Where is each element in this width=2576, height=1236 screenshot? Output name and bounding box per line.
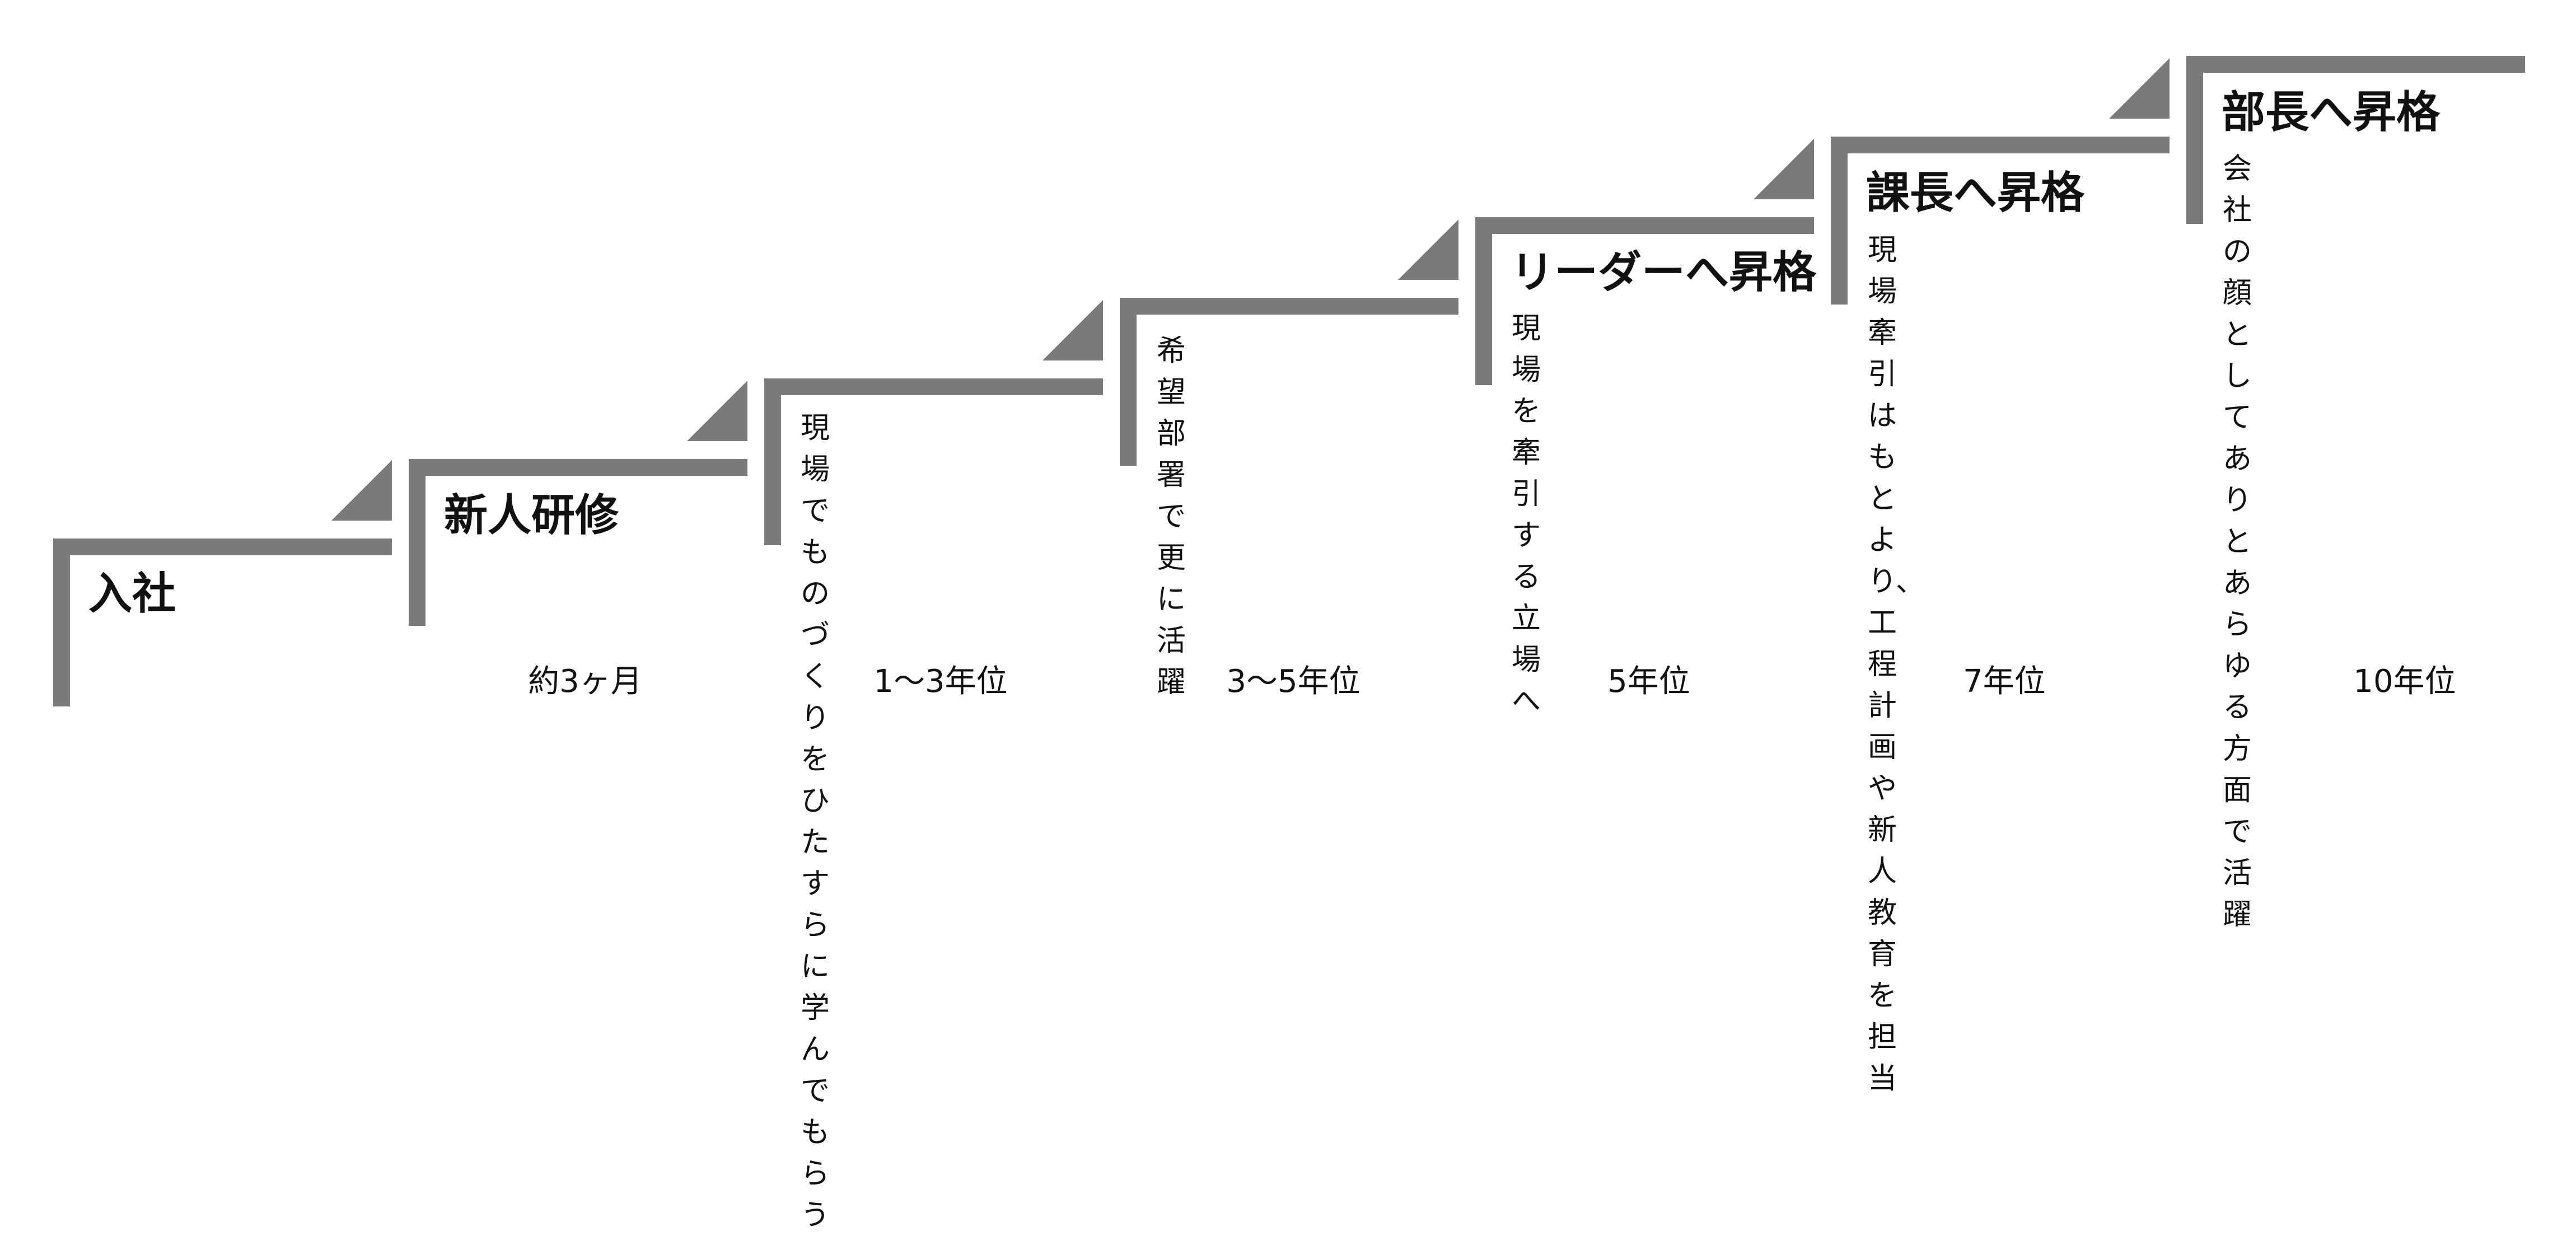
stair-corner-triangle	[1042, 300, 1103, 360]
stair-corner-triangle	[1754, 139, 1814, 199]
step-title: 課長へ昇格	[1866, 168, 2085, 218]
step-description: 現場を牽引する 立場へ	[1512, 312, 1541, 718]
stair-tread	[1831, 137, 2170, 153]
stair-corner-triangle	[1398, 219, 1458, 280]
stair-tread	[409, 459, 747, 476]
step-period: 5年位	[1607, 663, 1690, 700]
stair-tread	[1120, 298, 1458, 315]
step-period: 10年位	[2353, 663, 2456, 700]
step-title: 新人研修	[444, 490, 619, 541]
stair-riser	[1831, 137, 1848, 305]
stair-tread	[764, 378, 1103, 395]
step-description: 会社の顔としてありと あらゆる方面で活躍	[2223, 152, 2252, 931]
stair-tread	[53, 539, 392, 555]
stair-tread	[2186, 56, 2525, 73]
step-period: 3〜5年位	[1226, 663, 1361, 700]
stair-riser	[1475, 217, 1492, 385]
stair-riser	[2186, 56, 2203, 224]
step-description: 現場でものづくりを ひたすらに学んで もらう	[801, 411, 830, 1232]
stair-tread	[1475, 217, 1814, 234]
step-description: 現場牽引はもとより、 工程計画や新人教育 を担当	[1868, 233, 1925, 1095]
stair-riser	[53, 539, 70, 706]
step-period: 約3ヶ月	[528, 663, 642, 700]
step-period: 7年位	[1963, 663, 2046, 700]
stair-corner-triangle	[2109, 58, 2170, 119]
step-title: 部長へ昇格	[2222, 87, 2441, 138]
stair-riser	[409, 459, 426, 626]
stair-corner-triangle	[687, 381, 747, 441]
step-title: 入社	[88, 569, 176, 619]
step-description: 希望部署で更に活躍	[1157, 334, 1186, 699]
step-title: リーダーへ昇格	[1511, 247, 1817, 298]
career-staircase-diagram: 入社 新人研修 約3ヶ月 現場でものづくりを ひたすらに学んで もらう 1〜3年…	[53, 56, 2525, 1232]
stair-riser	[1120, 298, 1137, 466]
step-period: 1〜3年位	[873, 663, 1008, 700]
stair-corner-triangle	[331, 460, 392, 521]
stair-riser	[764, 378, 781, 545]
